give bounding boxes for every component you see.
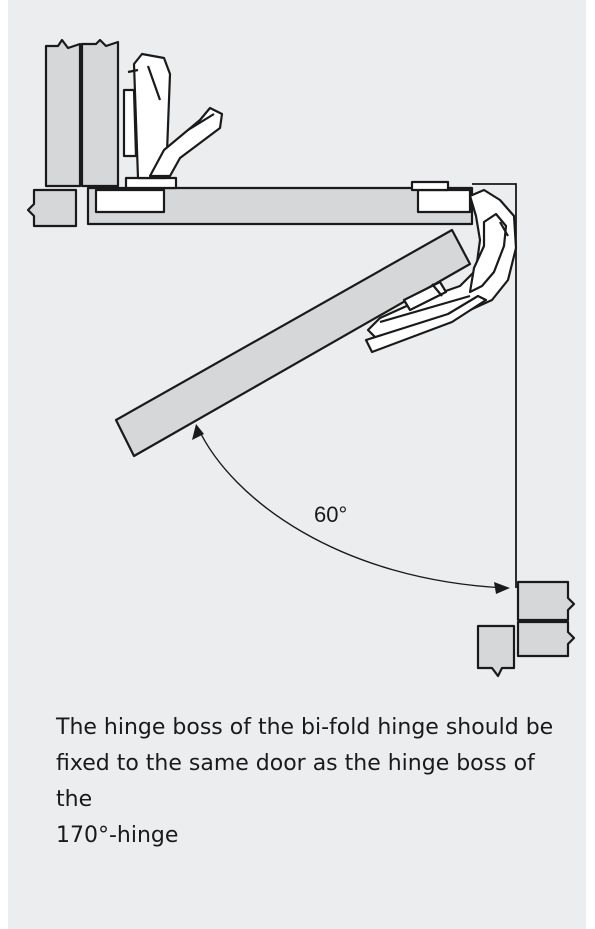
cabinet-lower-block-bottom xyxy=(516,620,576,658)
cabinet-side-panel-inner xyxy=(80,38,120,188)
hinge-170-mechanism xyxy=(122,52,224,190)
bi-fold-hinge-mechanism xyxy=(364,188,518,354)
caption-line-3: 170°-hinge xyxy=(56,823,179,848)
cabinet-top-block-left xyxy=(26,188,78,228)
hinge-mounting-plate-left xyxy=(94,188,166,214)
caption-line-1: The hinge boss of the bi-fold hinge shou… xyxy=(56,715,554,740)
angle-arc xyxy=(197,427,507,589)
arc-arrowhead-bottom xyxy=(494,582,510,594)
caption-line-2: fixed to the same door as the hinge boss… xyxy=(56,751,535,812)
cabinet-side-panel-outer xyxy=(44,38,82,188)
open-door-angled xyxy=(114,228,472,458)
cabinet-lower-side-block xyxy=(476,624,516,678)
cabinet-lower-block-top xyxy=(516,580,576,622)
caption-text: The hinge boss of the bi-fold hinge shou… xyxy=(56,710,566,854)
arc-arrowhead-top xyxy=(192,424,204,440)
angle-label: 60° xyxy=(314,502,347,527)
hinge-mounting-plate-right xyxy=(410,180,472,214)
cabinet-outline xyxy=(472,183,517,588)
